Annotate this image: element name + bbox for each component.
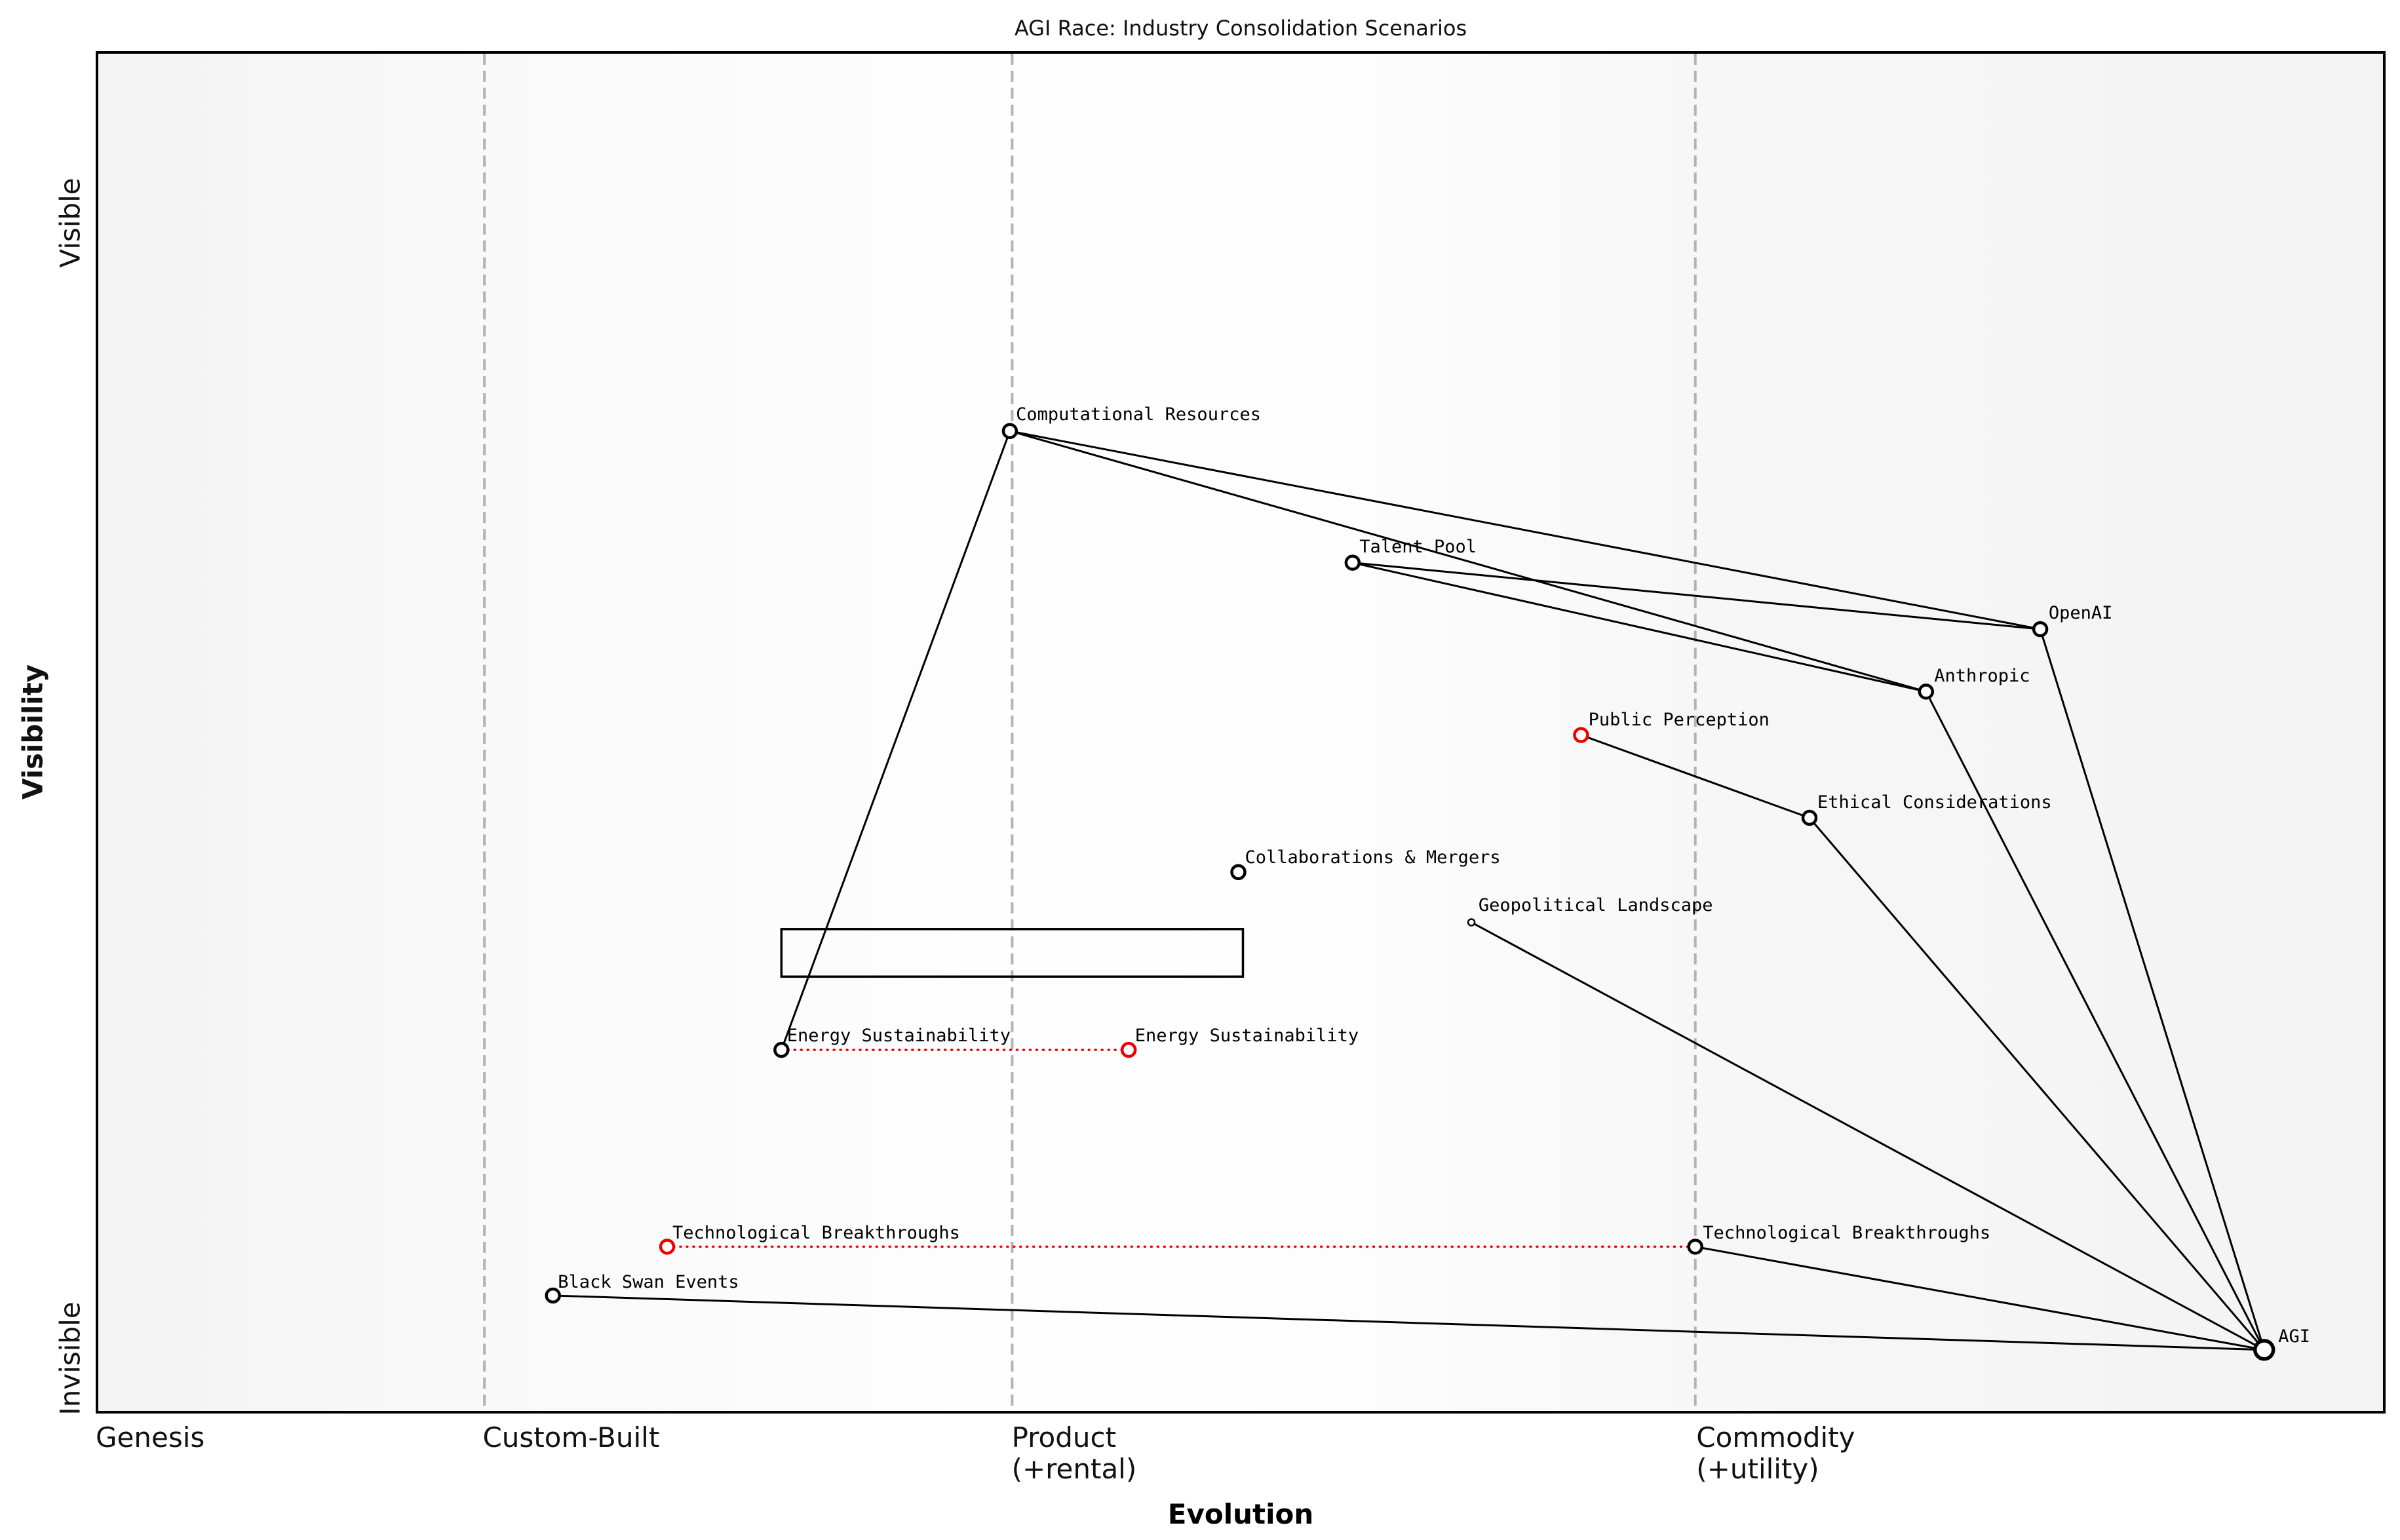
edge-anthropic--agi [1925, 691, 2266, 1351]
stage-label-secondary: (+utility) [1696, 1453, 1819, 1486]
node-technological-breakthroughs-b [1687, 1239, 1703, 1255]
node-agi [2253, 1339, 2275, 1361]
node-collaborations-mergers [1230, 864, 1247, 881]
stage-label-primary: Custom-Built [482, 1421, 660, 1453]
x-stage-label-custom-built: Custom-Built [482, 1421, 660, 1453]
edge-computational-resources--energy-sustainability-a [780, 431, 1011, 1050]
plot-area [96, 51, 2386, 1414]
y-tick-invisible: Invisible [54, 1301, 87, 1415]
node-computational-resources [1001, 423, 1018, 439]
stage-label-primary: Genesis [96, 1421, 205, 1453]
stage-label-primary: Product [1011, 1421, 1117, 1453]
edge-talent-pool--openai [1352, 562, 2041, 630]
x-axis-stage-labels: Genesis Custom-Built Product(+rental) Commo… [96, 1421, 2386, 1494]
node-public-perception [1573, 727, 1589, 743]
node-openai [2032, 621, 2049, 638]
node-talent-pool [1344, 554, 1361, 571]
y-axis-title: Visibility [16, 664, 49, 800]
edge-ethical-considerations--agi [1808, 817, 2265, 1351]
edge-computational-resources--openai [1009, 430, 2041, 630]
node-geopolitical-landscape [1467, 918, 1476, 927]
y-tick-visible: Visible [54, 178, 87, 268]
annotation-rectangle [780, 928, 1245, 978]
x-stage-label-commodity: Commodity(+utility) [1696, 1421, 1855, 1486]
edge-computational-resources--anthropic [1009, 430, 1927, 693]
node-black-swan-events [545, 1287, 561, 1304]
stage-label-primary: Commodity [1696, 1421, 1855, 1453]
map-svg [483, 54, 2275, 1411]
edge-talent-pool--anthropic [1352, 562, 1927, 693]
node-energy-sustainability-a [773, 1041, 790, 1058]
edge-openai--agi [2039, 628, 2266, 1351]
edge-public-perception--ethical-considerations [1580, 734, 1810, 819]
node-anthropic [1918, 683, 1935, 700]
node-ethical-considerations [1801, 809, 1818, 826]
edge-technological-breakthroughs-b--agi [1695, 1245, 2264, 1351]
node-energy-sustainability-b [1120, 1041, 1137, 1058]
chart-title: AGI Race: Industry Consolidation Scenari… [1014, 16, 1467, 41]
stage-label-secondary: (+rental) [1011, 1453, 1137, 1486]
edge-geopolitical-landscape--agi [1471, 921, 2265, 1351]
x-stage-label-product: Product(+rental) [1011, 1421, 1137, 1486]
x-axis-title: Evolution [1167, 1498, 1314, 1530]
x-stage-label-genesis: Genesis [96, 1421, 205, 1453]
node-technological-breakthroughs-a [659, 1239, 676, 1255]
edge-black-swan-events--agi [552, 1294, 2264, 1351]
